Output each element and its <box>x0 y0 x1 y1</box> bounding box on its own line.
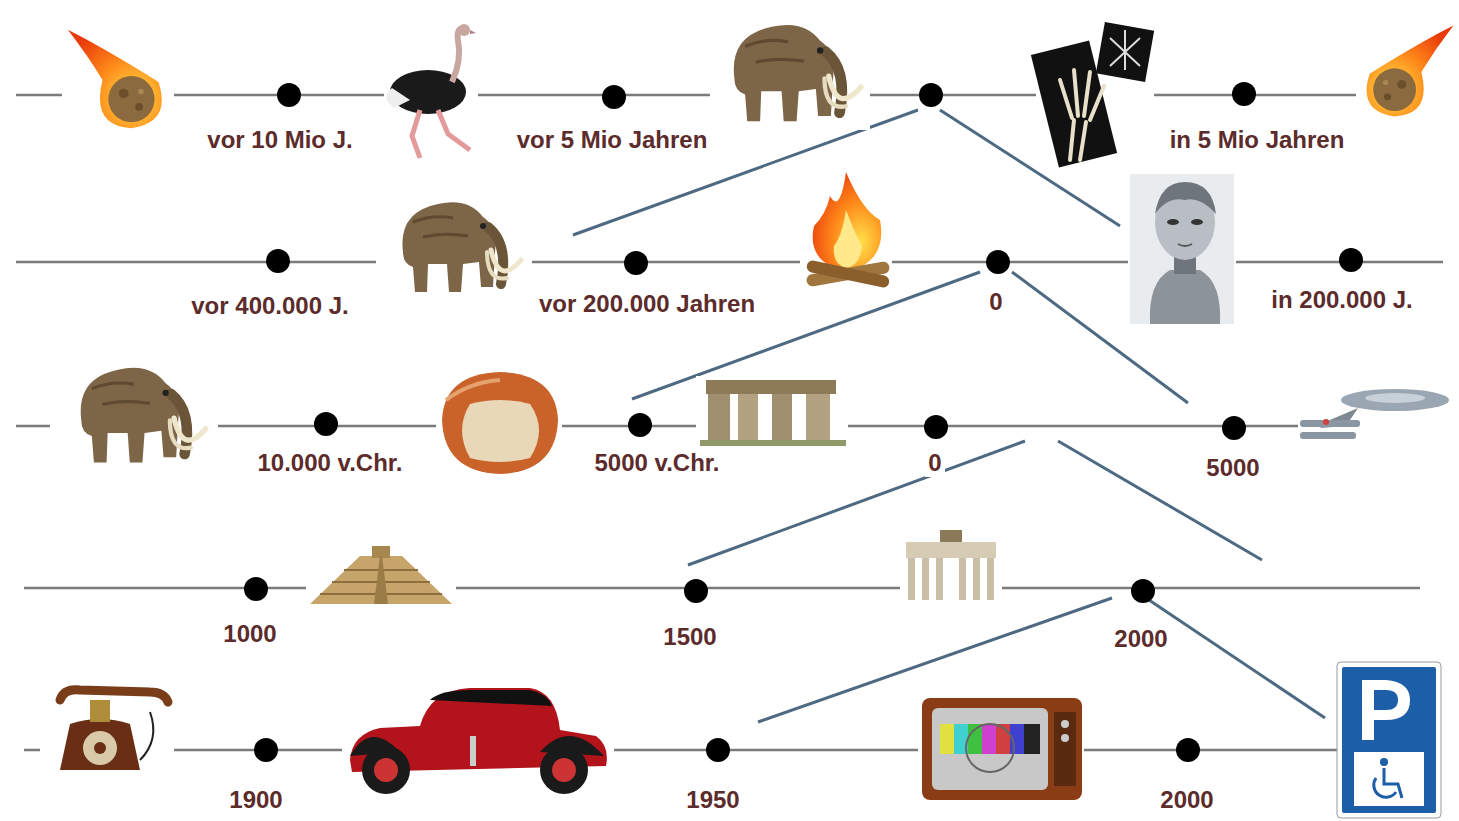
ostrich-icon <box>384 24 478 162</box>
robot-icon <box>1128 172 1236 326</box>
time-label: vor 400.000 J. <box>188 292 351 320</box>
meteor-icon <box>62 20 1456 132</box>
vintage-car-icon <box>342 684 614 800</box>
time-label: 1000 <box>220 620 279 648</box>
time-label: vor 200.000 Jahren <box>536 290 758 318</box>
time-label: vor 5 Mio Jahren <box>514 126 711 154</box>
time-label: 1950 <box>683 786 742 814</box>
timeline-axis <box>16 95 1443 750</box>
starship-icon <box>1298 388 1452 446</box>
disabled-parking-sign <box>1337 662 1441 818</box>
time-label: 0 <box>986 288 1005 316</box>
time-label: 1900 <box>226 786 285 814</box>
time-label: 5000 <box>1203 454 1262 482</box>
bread-icon <box>436 368 562 478</box>
time-label: 5000 v.Chr. <box>592 449 723 477</box>
time-label: in 200.000 J. <box>1268 286 1415 314</box>
zoom-line <box>573 110 1325 722</box>
time-label: 1500 <box>660 623 719 651</box>
pyramid-icon <box>306 546 456 606</box>
time-label: 2000 <box>1157 786 1216 814</box>
time-label: 10.000 v.Chr. <box>255 449 406 477</box>
brandenburg-gate-icon <box>900 528 1002 604</box>
xray-hand-icon <box>1031 18 1154 168</box>
time-label: 0 <box>925 449 944 477</box>
campfire-icon <box>800 168 892 296</box>
time-label: vor 10 Mio J. <box>204 126 355 154</box>
telephone-icon <box>40 684 174 784</box>
timeline-dot <box>244 82 1363 762</box>
stonehenge-icon <box>696 376 848 448</box>
television-icon <box>918 694 1084 804</box>
time-label: 2000 <box>1111 625 1170 653</box>
mammoth-icon <box>50 12 870 473</box>
time-label: in 5 Mio Jahren <box>1167 126 1348 154</box>
